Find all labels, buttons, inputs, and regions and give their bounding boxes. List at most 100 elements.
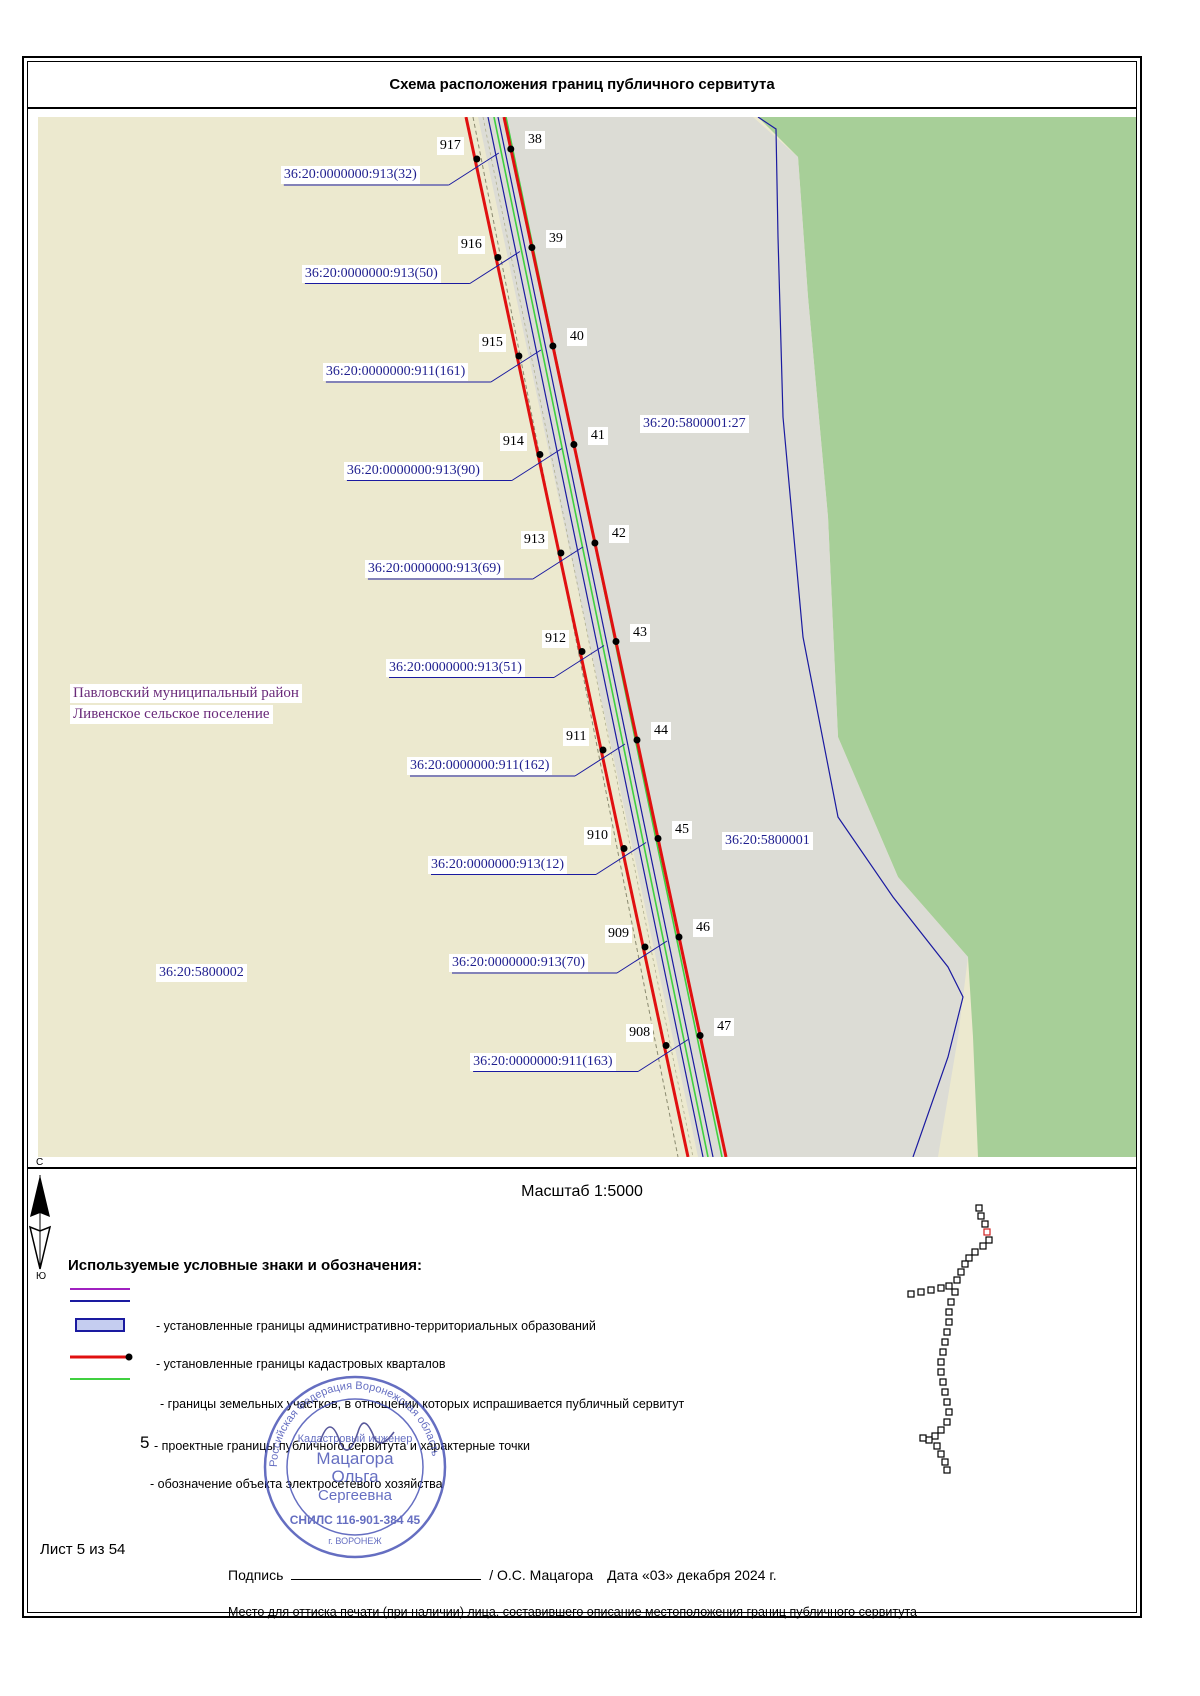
parcel-label: 36:20:0000000:911(163) (470, 1052, 616, 1071)
point-number-left: 915 (478, 334, 506, 352)
signature-name: / О.С. Мацагора (489, 1567, 594, 1583)
route-square (985, 1236, 993, 1244)
servitude-point-left (641, 943, 649, 951)
route-square (945, 1408, 953, 1416)
route-square (937, 1450, 945, 1458)
point-number-left: 914 (499, 432, 527, 451)
servitude-point-left (515, 352, 523, 360)
label-leader (616, 940, 668, 974)
point-number-left: 910 (584, 826, 611, 845)
servitude-point-icon (125, 1353, 133, 1361)
parcel-label: 36:20:0000000:913(51) (385, 658, 525, 677)
servitude-point-left (494, 254, 502, 261)
map-scale: Масштаб 1:5000 (521, 1183, 643, 1200)
parcel-label: 36:20:0000000:913(70) (449, 954, 589, 972)
route-square (951, 1288, 959, 1296)
stamp-city: г. ВОРОНЕЖ (328, 1536, 382, 1546)
route-square (965, 1254, 973, 1262)
handwritten-signature (319, 1422, 395, 1451)
signature-label: Подпись (228, 1567, 284, 1583)
route-square (943, 1418, 951, 1426)
route-square (931, 1432, 939, 1440)
servitude-point-left (620, 845, 628, 852)
stamp-place-note: Место для оттиска печати (при наличии) л… (228, 1605, 917, 1619)
parcel-label: 36:20:0000000:913(12) (428, 855, 567, 874)
route-overview-icon (907, 1204, 993, 1474)
route-square (977, 1212, 985, 1220)
compass-icon (28, 1175, 52, 1270)
route-square (975, 1204, 983, 1212)
servitude-point-left (578, 648, 586, 655)
parcel-label: 36:20:0000000:913(69) (364, 560, 504, 578)
point-number-left: 911 (562, 728, 590, 746)
parcel-label: 36:20:0000000:911(161) (322, 363, 469, 381)
route-square (927, 1286, 935, 1294)
servitude-line-right (502, 117, 728, 1157)
parcel-line-1 (487, 117, 704, 1157)
sheet-frame: Схема расположения границ публичного сер… (27, 61, 1137, 1619)
servitude-point-right (654, 835, 662, 842)
point-number-right: 45 (672, 820, 692, 839)
servitude-point-right (591, 539, 599, 547)
route-square (983, 1228, 991, 1236)
route-square (961, 1260, 969, 1268)
parcel-fill-icon (75, 1318, 125, 1332)
parcel-label: 36:20:0000000:911(162) (406, 757, 553, 775)
label-leader-lines (283, 152, 689, 1072)
route-square (919, 1434, 927, 1442)
route-square (943, 1398, 951, 1406)
label-leader (595, 842, 647, 875)
servitude-point-left (536, 451, 544, 458)
route-square (925, 1436, 933, 1444)
legend-parcels: - границы земельных участков, в отношени… (160, 1397, 685, 1411)
servitude-point-right (633, 736, 641, 744)
quarter-right-label: 36:20:5800001 (722, 832, 813, 850)
legend-quarters: - установленные границы кадастровых квар… (156, 1357, 446, 1371)
servitude-line-left (464, 117, 690, 1157)
route-square (917, 1288, 925, 1296)
point-number-right: 39 (545, 229, 566, 248)
route-square (937, 1358, 945, 1366)
point-number-left: 917 (436, 137, 464, 155)
servitude-point-left (599, 746, 607, 754)
point-number-right: 42 (608, 525, 629, 543)
label-leader (490, 349, 542, 383)
route-square (933, 1442, 941, 1450)
legend-point-symbol: 5 (140, 1433, 150, 1452)
stamp-name2: Ольга (331, 1467, 379, 1486)
legend-panel: С Ю Масштаб 1:5000 Используемые условные… (28, 1157, 1136, 1619)
compass-north-letter: С (36, 1157, 44, 1168)
admin-settlement-label: Ливенское сельское поселение (70, 705, 273, 724)
point-number-left: 908 (626, 1023, 654, 1042)
route-square (937, 1284, 945, 1292)
point-number-right: 40 (566, 328, 587, 346)
legend-object: - обозначение объекта электросетевого хо… (150, 1477, 443, 1491)
signature-line: Подпись / О.С. Мацагора Дата «03» декабр… (228, 1567, 777, 1583)
servitude-point-right (612, 638, 620, 645)
stamp-snils: СНИЛС 116-901-384 45 (290, 1513, 421, 1527)
route-square (947, 1298, 955, 1306)
servitude-point-right (528, 244, 536, 251)
legend-symbols (70, 1288, 133, 1380)
map-canvas (38, 117, 1136, 1157)
label-leader (637, 1039, 689, 1072)
label-leader (511, 448, 563, 481)
servitude-point-right (549, 342, 557, 350)
servitude-points (473, 145, 704, 1049)
point-number-right: 47 (714, 1017, 735, 1036)
point-number-right: 43 (629, 623, 650, 642)
point-number-left: 913 (520, 531, 548, 549)
point-number-left: 912 (541, 629, 569, 648)
legend-title: Используемые условные знаки и обозначени… (68, 1257, 423, 1274)
route-square (939, 1348, 947, 1356)
servitude-point-right (696, 1032, 704, 1039)
label-leader (553, 645, 605, 678)
route-square (943, 1466, 951, 1474)
compass-south-letter: Ю (36, 1271, 47, 1282)
quarter-left-label: 36:20:5800002 (156, 964, 247, 982)
label-leader (448, 152, 500, 186)
route-square (979, 1242, 987, 1250)
road-dashed-line (472, 117, 679, 1157)
sheet-number: Лист 5 из 54 (40, 1541, 126, 1558)
